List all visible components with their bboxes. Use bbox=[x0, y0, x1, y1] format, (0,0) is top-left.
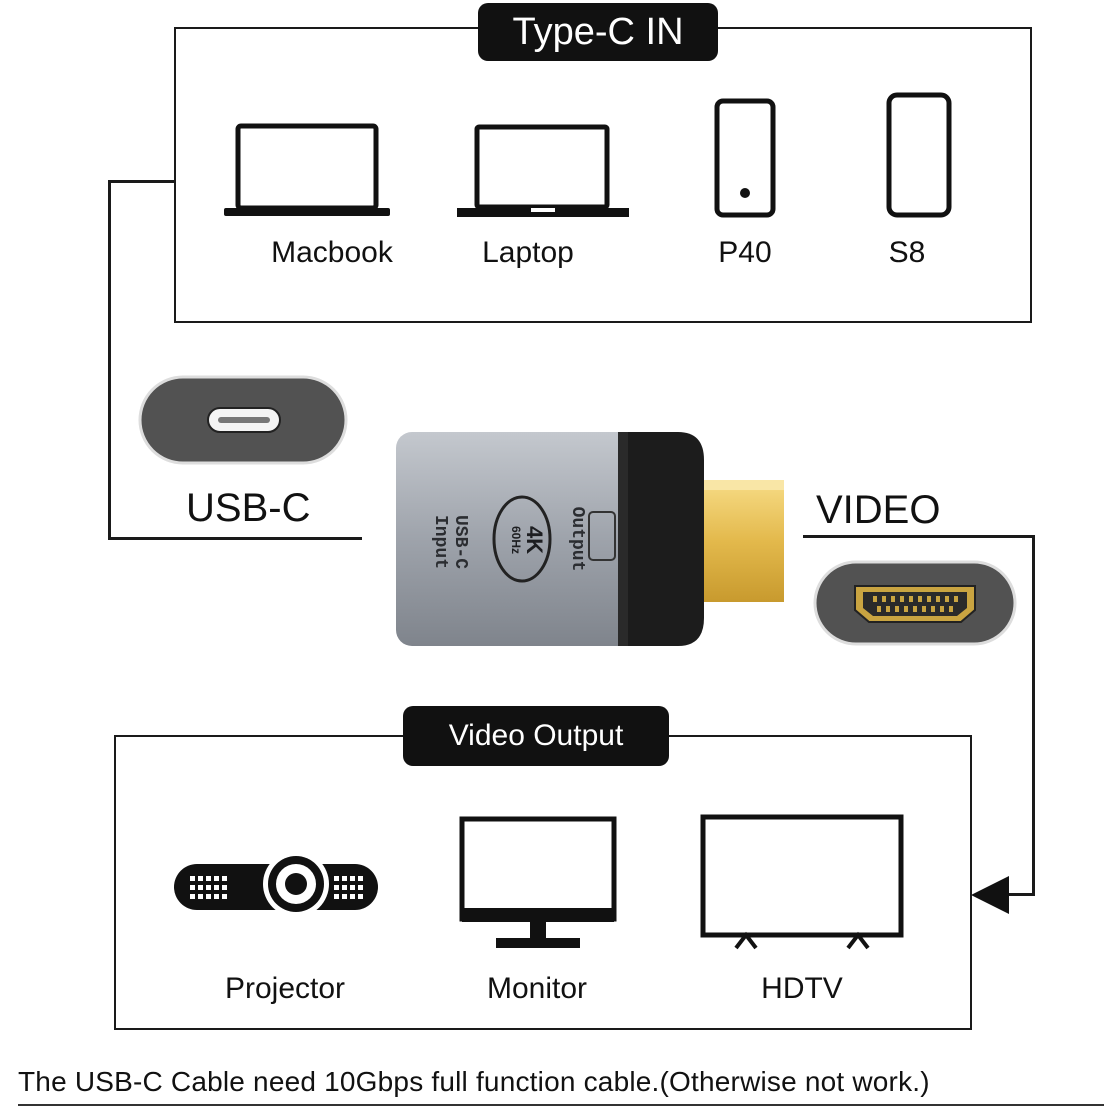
output-section-title-text: Video Output bbox=[448, 719, 624, 752]
device-label-p40: P40 bbox=[718, 236, 772, 269]
footer-underline bbox=[18, 1104, 1104, 1106]
adapter-badge: 4K 60Hz bbox=[501, 505, 547, 575]
laptop-icon bbox=[455, 124, 631, 220]
footer-note: The USB-C Cable need 10Gbps full functio… bbox=[18, 1066, 930, 1097]
hdmi-port-icon bbox=[813, 560, 1017, 646]
device-label-s8: S8 bbox=[888, 236, 926, 269]
phone-icon bbox=[886, 92, 952, 218]
adapter-image: USB-C Input 4K 60Hz Output bbox=[392, 430, 787, 650]
adapter-badge-big: 4K bbox=[522, 525, 547, 555]
adapter-input-text-1: USB-C bbox=[450, 514, 470, 569]
output-section-title: Video Output bbox=[403, 706, 669, 766]
device-label-macbook: Macbook bbox=[271, 236, 393, 269]
usbc-connector-line bbox=[108, 537, 362, 540]
input-section-title: Type-C IN bbox=[478, 3, 718, 61]
device-label-projector: Projector bbox=[224, 972, 346, 1005]
phone-icon bbox=[714, 98, 776, 218]
tv-icon bbox=[700, 814, 904, 952]
usbc-connector-line bbox=[108, 180, 176, 183]
projector-icon bbox=[172, 850, 380, 920]
video-connector-line bbox=[998, 893, 1035, 896]
adapter-input-text-2: Input bbox=[430, 514, 450, 569]
usbc-connector-line bbox=[108, 180, 111, 540]
adapter-input-text: USB-C Input bbox=[410, 514, 470, 570]
video-connector-line bbox=[1032, 535, 1035, 895]
monitor-icon bbox=[458, 816, 618, 952]
adapter-output-text: Output bbox=[567, 506, 587, 572]
macbook-icon bbox=[222, 122, 392, 220]
usbc-port-icon bbox=[138, 375, 348, 465]
device-label-hdtv: HDTV bbox=[761, 972, 843, 1005]
input-section-title-text: Type-C IN bbox=[512, 10, 684, 53]
video-connector-line bbox=[803, 535, 1035, 538]
usbc-port-label: USB-C bbox=[186, 486, 311, 530]
device-label-monitor: Monitor bbox=[486, 972, 588, 1005]
arrow-left-icon bbox=[971, 876, 1011, 914]
device-label-laptop: Laptop bbox=[482, 236, 574, 269]
video-port-label: VIDEO bbox=[816, 488, 941, 532]
adapter-badge-small: 60Hz bbox=[509, 525, 523, 554]
